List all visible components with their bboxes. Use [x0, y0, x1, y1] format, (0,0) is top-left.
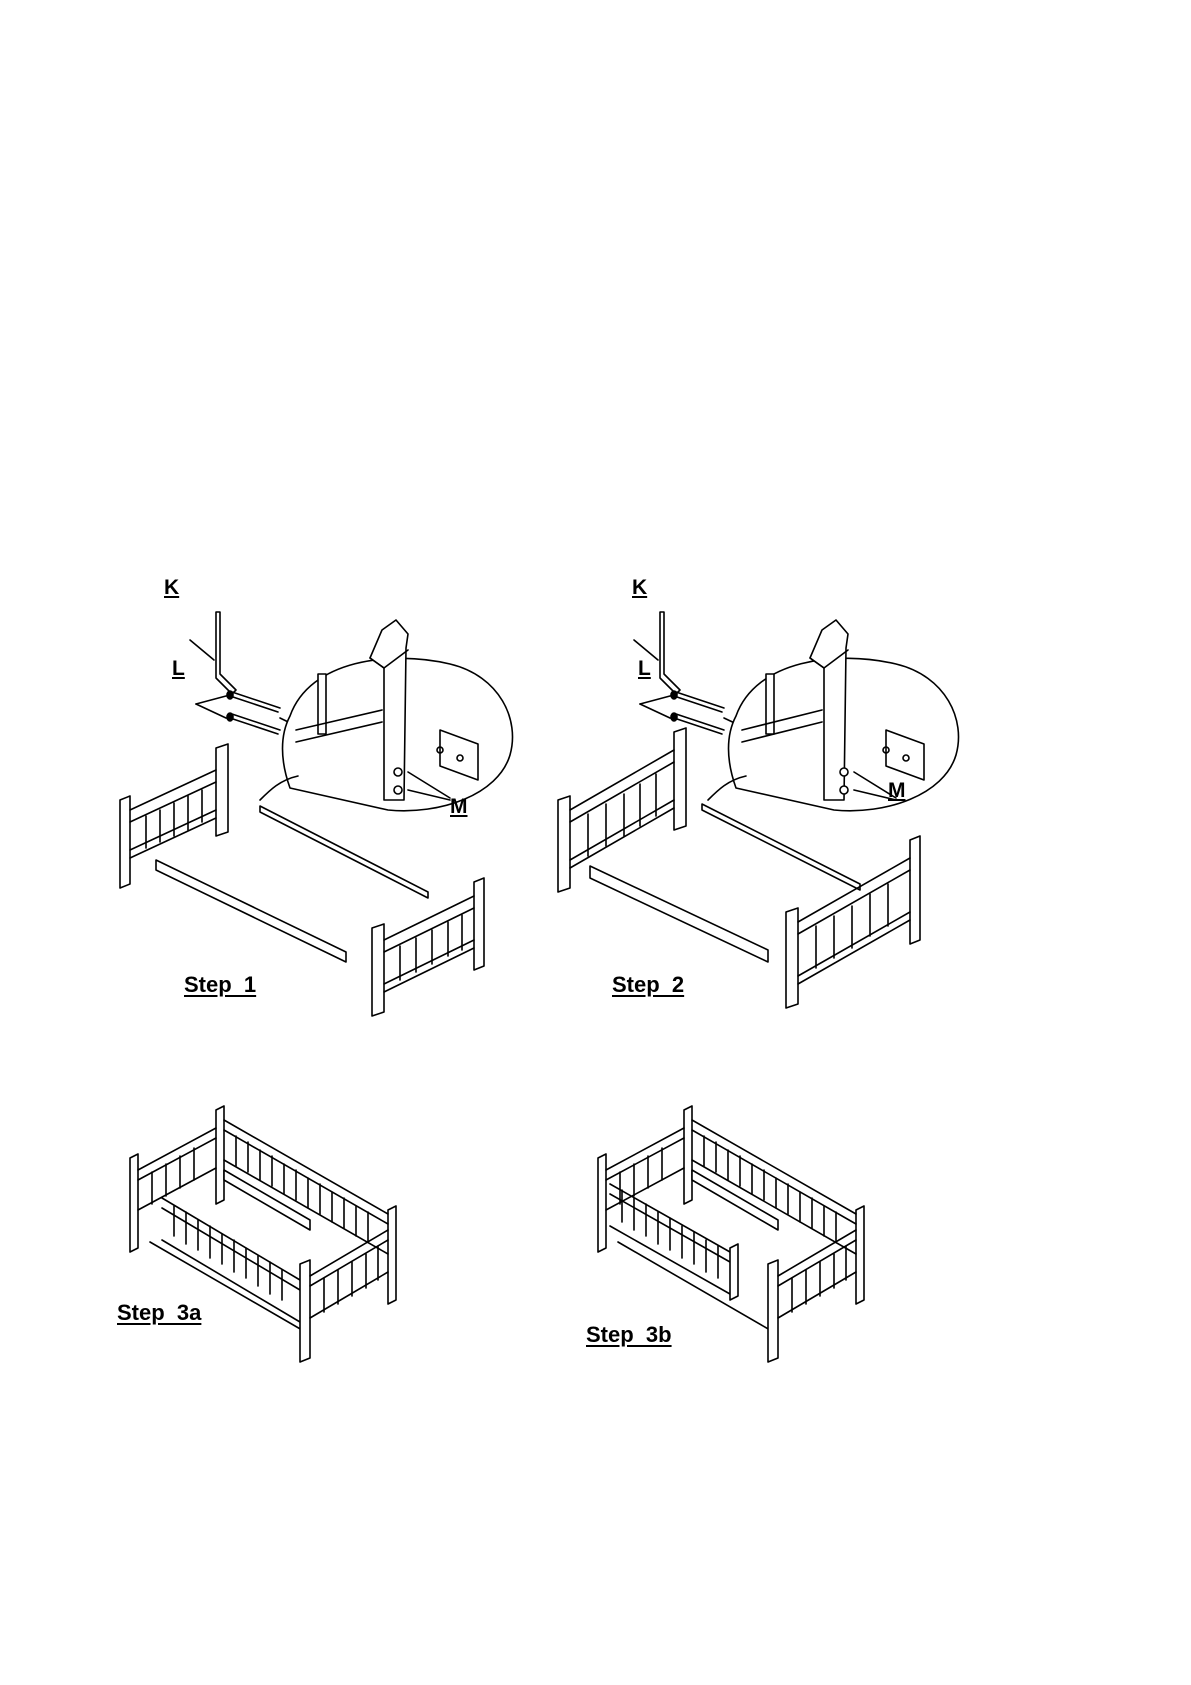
step-2-panel	[590, 600, 1010, 1090]
callout-k: K	[164, 576, 179, 600]
allen-key-k	[190, 612, 236, 694]
callout-m: M	[450, 795, 468, 819]
callout-l: L	[172, 657, 185, 681]
step-1-label: Step 1	[184, 972, 256, 998]
step-3a-label: Step 3a	[117, 1300, 201, 1326]
magnified-detail	[260, 620, 513, 811]
callout-k-2: K	[632, 576, 647, 600]
callout-m-2: M	[888, 779, 906, 803]
step-3b-label: Step 3b	[586, 1322, 672, 1348]
step-3b-drawing	[596, 1100, 896, 1360]
step-2-label: Step 2	[612, 972, 684, 998]
allen-key-k-2	[634, 612, 680, 694]
step-3b-panel	[596, 1100, 896, 1360]
magnified-detail-2	[708, 620, 959, 811]
callout-l-2: L	[638, 657, 651, 681]
step-2-drawing	[590, 600, 1010, 1090]
